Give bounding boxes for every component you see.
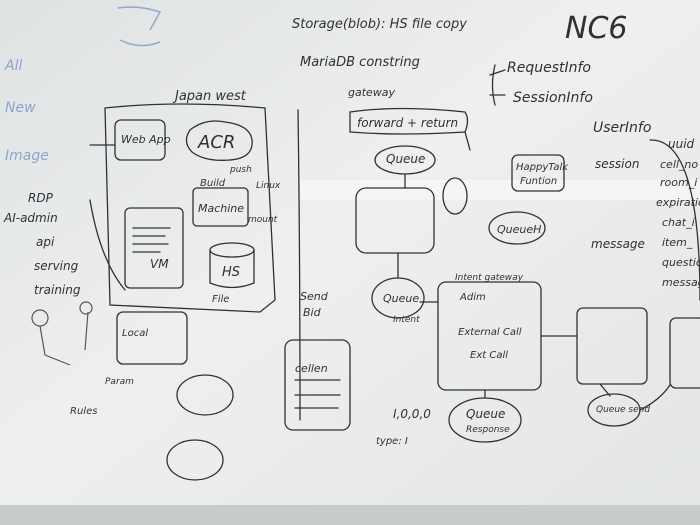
session-info: SessionInfo [513, 90, 593, 106]
queue-top-label: Queue [386, 152, 425, 166]
user-info-bracket [649, 139, 700, 301]
funtion-label: Funtion [520, 176, 557, 187]
training-label: training [34, 283, 81, 297]
uuid-label: uuid [668, 137, 695, 151]
linux-label: Linux [256, 181, 281, 191]
blue-scribble-top [117, 6, 162, 47]
acr-shape [185, 120, 253, 161]
storage-note: Storage(blob): HS file copy [292, 17, 467, 32]
message-label: message [591, 237, 645, 251]
machine-label: Machine [198, 202, 244, 215]
item-label: item_ [662, 236, 693, 249]
nc6-label: NC6 [565, 11, 627, 46]
bottom-queue-ellipse-2 [166, 439, 224, 481]
admin-label: Adim [459, 292, 486, 303]
web-app-label: Web App [121, 133, 171, 146]
blue-new: New [5, 100, 36, 116]
send-label: Send [300, 290, 329, 303]
vm-label: VM [150, 257, 169, 271]
forward-return-region [349, 107, 469, 135]
cellen-label: cellen [295, 362, 328, 375]
bracket-request [491, 64, 496, 106]
blue-image: Image [5, 148, 49, 164]
japan-west: Japan west [172, 89, 247, 104]
bottom-queue-ellipse [176, 374, 234, 416]
api-label: api [36, 235, 55, 249]
storage-cylinder-body [209, 249, 255, 289]
intent-gateway-label: Intent gateway [455, 273, 524, 283]
arrows [397, 131, 671, 411]
doodle-body [39, 311, 89, 366]
rules-label: Rules [70, 406, 97, 417]
mariadb-note: MariaDB constring [300, 55, 420, 70]
message-right-label: messag [662, 276, 700, 289]
chat-i-label: chat_i [662, 216, 695, 229]
forward-return: forward + return [357, 116, 458, 130]
docker-doc-box [124, 207, 184, 289]
build-machine-box [192, 187, 249, 227]
left-arrow-1 [89, 144, 126, 291]
queue-mid-label: Queue [383, 292, 419, 305]
queue-small-circle [442, 177, 468, 215]
web-app-box [114, 119, 166, 161]
board-frame-bottom [0, 505, 700, 525]
user-info: UserInfo [593, 120, 651, 136]
build-label: Build [200, 178, 226, 189]
queue-send-label: Queue send [596, 405, 650, 415]
doodle-head-2 [79, 301, 93, 315]
local-label: Local [122, 328, 148, 339]
queue-block [355, 187, 435, 254]
queue-response-label: Queue [466, 407, 505, 421]
hs-label: HS [222, 265, 240, 280]
cell-no-label: cell_no [660, 158, 698, 171]
intent-label: Intent [393, 315, 420, 325]
file-label: File [212, 294, 229, 305]
queue-h-ellipse [488, 211, 546, 245]
send-bid-lines [294, 379, 341, 409]
doc-lines [132, 227, 171, 253]
japan-west-region-outline [104, 103, 276, 313]
gateway-label: gateway [348, 86, 396, 99]
bid-label: Bid [303, 306, 322, 319]
happytalk-label: HappyTalk [516, 162, 569, 173]
ext-call-label: Ext Call [470, 350, 508, 361]
serving-label: serving [34, 259, 79, 273]
happytalk-box [511, 154, 565, 192]
response-label: Response [466, 425, 510, 435]
queue-h-label: QueueH [497, 223, 541, 236]
expiration-label: expiratio [656, 196, 700, 209]
param-label: Param [105, 377, 134, 387]
ioio-label: I,0,0,0 [393, 407, 431, 421]
rdp-label: RDP [28, 191, 54, 205]
acr-label: ACR [197, 132, 235, 153]
center-divider [297, 109, 301, 421]
question-label: questio [662, 256, 700, 269]
user-box [576, 307, 648, 385]
room-i-label: room_i [660, 176, 697, 189]
external-call-label: External Call [458, 327, 522, 338]
ceiling-light-reflection [300, 180, 700, 200]
ai-admin-label: AI-admin [3, 211, 58, 225]
type-label: type: I [376, 436, 408, 447]
session-label: session [595, 157, 639, 171]
push-label: push [229, 165, 252, 175]
request-info: RequestInfo [507, 60, 591, 76]
mount-label: mount [248, 215, 278, 225]
local-vm-box [116, 311, 188, 365]
right-box [669, 317, 700, 389]
blue-all: All [4, 58, 22, 74]
send-bid-box [284, 339, 351, 431]
